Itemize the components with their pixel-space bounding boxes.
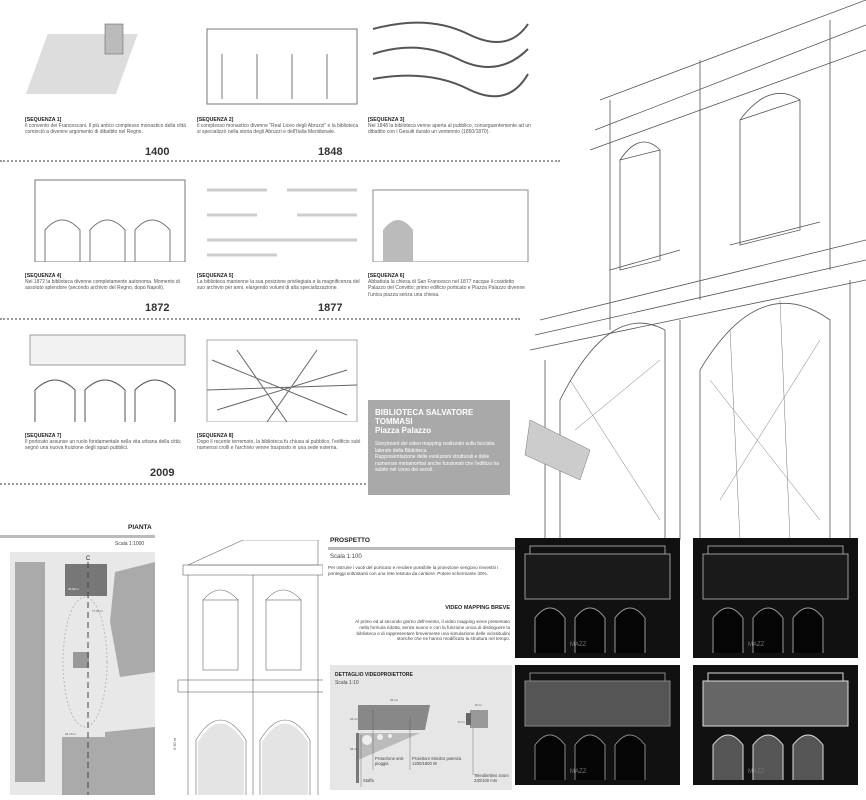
- projector-detail-drawing: 46 cm 25 cm 38 cm 8 cm 6 cm: [350, 698, 488, 787]
- prospetto-title: PROSPETTO: [330, 537, 370, 544]
- photo-watermark: MAZZ: [748, 769, 765, 775]
- dim-label: 33.90 m: [68, 587, 79, 591]
- sequence-sketch: [372, 21, 529, 98]
- pianta-scale: Scala 1:1000: [115, 541, 145, 547]
- pianta-title: PIANTA: [128, 524, 152, 531]
- timeline-sequence: [SEQUENZA 3] Nel 1848 la biblioteca venn…: [368, 14, 533, 136]
- dim-label: 77.90 m: [92, 609, 103, 613]
- video-mapping-text: Al primo ed al secondo giorno dell'event…: [355, 619, 510, 642]
- sequence-title: [SEQUENZA 8]: [197, 433, 234, 439]
- sequence-year: 1872: [145, 302, 170, 314]
- sequence-text: Il porticato assunse un ruolo fondamenta…: [25, 439, 182, 452]
- sequence-text: Nel 1872 la biblioteca divenne completam…: [25, 279, 180, 292]
- sequence-title: [SEQUENZA 5]: [197, 273, 234, 279]
- site-plan: C 33.90 m 77.90 m 34.10 m: [10, 552, 155, 795]
- timeline-sequence: [SEQUENZA 4] Nel 1872 la biblioteca dive…: [25, 170, 190, 292]
- dim-label: 34.10 m: [65, 732, 76, 736]
- photo-watermark: MAZZ: [570, 769, 587, 775]
- project-description-2: Rappresentazione delle evoluzioni strutt…: [375, 454, 500, 473]
- timeline-sequence: [SEQUENZA 6] Abbattuta la chiesa di San …: [368, 170, 533, 298]
- detail-label: Teleobiettivo zoom 230/100 mm: [474, 773, 509, 783]
- sequence-year: 1848: [318, 146, 343, 158]
- photo-watermark: MAZZ: [570, 642, 587, 648]
- timeline-sequence: [SEQUENZA 5] La biblioteca mantenne la s…: [197, 170, 362, 292]
- detail-title: DETTAGLIO VIDEOPROIETTORE: [335, 672, 413, 678]
- sequence-text: Abbattuta la chiesa di San Francesco nel…: [368, 279, 526, 298]
- sequence-year: 1877: [318, 302, 343, 314]
- pianta-bar: [0, 535, 155, 538]
- projector-detail-box: DETTAGLIO VIDEOPROIETTORE Scala 1:10 46 …: [330, 665, 512, 790]
- section-marker: C: [86, 556, 91, 562]
- timeline-sequence: [SEQUENZA 8] Dopo il recente terremoto, …: [197, 330, 362, 452]
- project-info-box: BIBLIOTECA SALVATORE TOMMASI Piazza Pala…: [368, 400, 510, 495]
- timeline-sequence: [SEQUENZA 1] Il convento dei Francescani…: [25, 14, 190, 136]
- sequence-title: [SEQUENZA 2]: [197, 117, 234, 123]
- timeline-divider: [0, 160, 560, 162]
- prospetto-bar: [328, 547, 515, 550]
- timeline-divider: [0, 318, 520, 320]
- sequence-text: Dopo il recente terremoto, la biblioteca…: [197, 439, 361, 452]
- sequence-year: 1400: [145, 146, 170, 158]
- sequence-year: 2009: [150, 467, 175, 479]
- project-subtitle: Piazza Palazzo: [375, 426, 432, 435]
- project-title: BIBLIOTECA SALVATORE TOMMASI: [375, 408, 474, 426]
- timeline-sequence: [SEQUENZA 2] Il complesso monastico dive…: [197, 14, 362, 136]
- elevation-drawing: 5.90 m: [172, 540, 323, 795]
- sequence-sketch: [206, 28, 358, 105]
- dim-label: 46 cm: [390, 698, 399, 702]
- photo-watermark: MAZZ: [748, 642, 765, 648]
- dim-label: 8 cm: [475, 703, 482, 707]
- sequence-sketch: [25, 23, 138, 94]
- prospetto-scale: Scala 1:100: [330, 554, 362, 560]
- video-mapping-photo: MAZZ: [693, 665, 858, 785]
- sequence-sketch: [34, 179, 186, 263]
- video-mapping-photo: MAZZ: [693, 538, 858, 658]
- sequence-text: Il complesso monastico divenne "Real Lic…: [197, 123, 359, 136]
- sequence-text: Nel 1848 la biblioteca venne aperta al p…: [368, 123, 531, 136]
- project-description: Storyboard del video mapping realizzato …: [375, 441, 495, 454]
- video-mapping-photo: MAZZ: [515, 665, 680, 785]
- detail-scale: Scala 1:10: [335, 680, 359, 686]
- dim-label: 6 cm: [458, 720, 465, 724]
- sequence-title: [SEQUENZA 6]: [368, 273, 405, 279]
- video-mapping-photo: MAZZ: [515, 538, 680, 658]
- sequence-text: Il convento dei Francescani. Il più anti…: [25, 123, 186, 136]
- sequence-title: [SEQUENZA 4]: [25, 273, 62, 279]
- sequence-sketch: [207, 188, 357, 257]
- timeline-divider: [0, 483, 490, 485]
- detail-label: Protezione anti-pioggia: [375, 756, 405, 766]
- timeline-sequence: [SEQUENZA 7] Il porticato assunse un ruo…: [25, 330, 190, 452]
- dim-label: 25 cm: [350, 717, 359, 721]
- sequence-title: [SEQUENZA 1]: [25, 117, 62, 123]
- prospetto-text: Per ostruire i vuoti del porticato e ren…: [328, 565, 499, 576]
- video-mapping-title: VIDEO MAPPING BREVE: [445, 605, 510, 611]
- facade-perspective-drawing: [524, 0, 866, 540]
- sequence-title: [SEQUENZA 7]: [25, 433, 62, 439]
- detail-label: Staffa: [363, 778, 374, 783]
- sequence-text: La biblioteca mantenne la sua posizione …: [197, 279, 360, 292]
- detail-label: Proiettore Monitor potenza 1200/1600 W: [412, 756, 462, 766]
- dim-label: 38 cm: [350, 747, 359, 751]
- sequence-sketch: [206, 339, 358, 423]
- height-dimension: 5.90 m: [172, 737, 177, 750]
- sequence-sketch: [29, 334, 186, 422]
- sequence-title: [SEQUENZA 3]: [368, 117, 405, 123]
